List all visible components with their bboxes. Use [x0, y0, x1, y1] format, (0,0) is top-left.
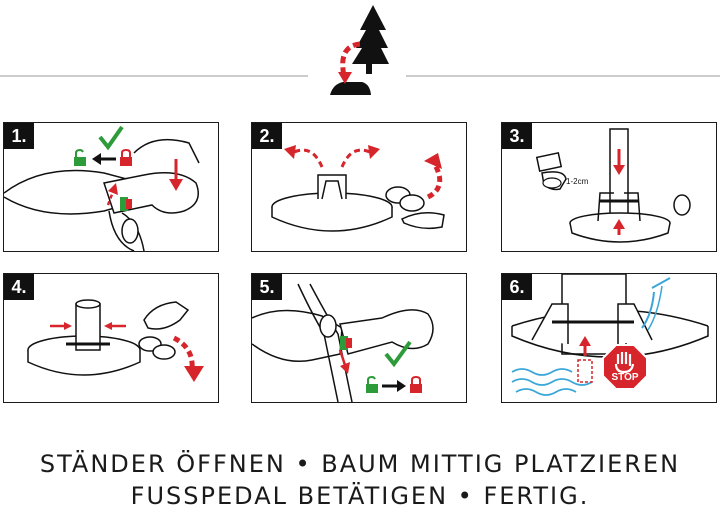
tree-stand-logo-icon: [330, 5, 389, 95]
stop-sign-icon: [602, 344, 648, 390]
step-number: 6.: [502, 274, 532, 300]
stop-label: STOP: [611, 372, 639, 383]
locked-icon: [410, 376, 422, 393]
arrow-left-icon: [92, 153, 116, 165]
caption-line-1: STÄNDER ÖFFNEN • BAUM MITTIG PLATZIEREN: [39, 450, 681, 478]
step-1-panel: 1.: [3, 122, 219, 252]
unlocked-icon: [366, 376, 378, 393]
step-2-panel: 2.: [251, 122, 467, 252]
step-6-panel: 6. STOP: [501, 273, 717, 403]
header-logo: [0, 5, 720, 95]
locked-icon: [120, 149, 132, 166]
arrow-right-icon: [382, 380, 406, 392]
measure-label: 1-2cm: [566, 177, 589, 186]
step-4-panel: 4.: [3, 273, 219, 403]
step-number: 1.: [4, 123, 34, 149]
unlocked-icon: [74, 149, 86, 166]
caption-line-2: FUSSPEDAL BETÄTIGEN • FERTIG.: [130, 482, 590, 510]
step-5-panel: 5.: [251, 273, 467, 403]
step-number: 2.: [252, 123, 282, 149]
step-number: 4.: [4, 274, 34, 300]
step-number: 5.: [252, 274, 282, 300]
step-number: 3.: [502, 123, 532, 149]
step-3-panel: 3. 1-2cm: [501, 122, 717, 252]
